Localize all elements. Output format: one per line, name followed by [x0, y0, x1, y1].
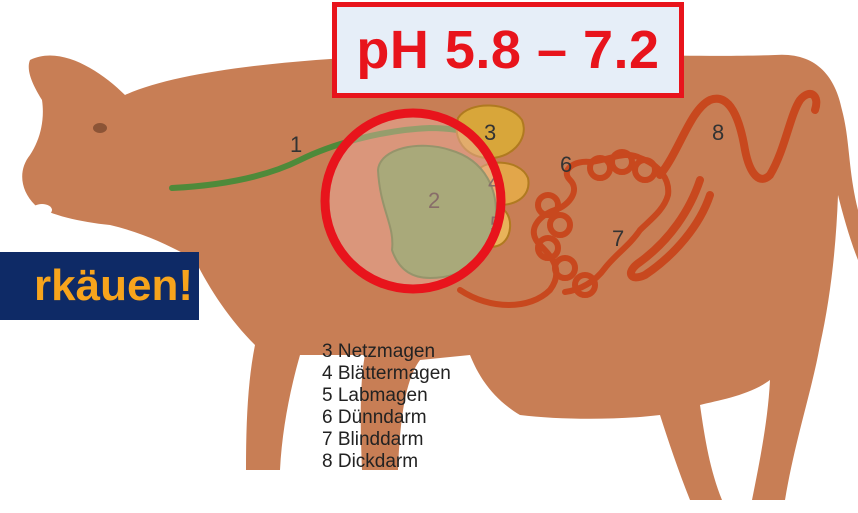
legend-item: 3 Netzmagen — [322, 341, 451, 363]
diagram-label-8: 8 — [712, 120, 724, 145]
legend-list: 3 Netzmagen 4 Blättermagen 5 Labmagen 6 … — [322, 341, 451, 473]
diagram-label-7: 7 — [612, 226, 624, 251]
legend-item: 8 Dickdarm — [322, 451, 451, 473]
diagram-label-3: 3 — [484, 120, 496, 145]
rumen-highlight-circle — [325, 113, 501, 289]
diagram-label-1: 1 — [290, 132, 302, 157]
legend-item: 4 Blättermagen — [322, 363, 451, 385]
ph-label: pH 5.8 – 7.2 — [356, 19, 659, 81]
banner-text: rkäuen! — [34, 261, 199, 311]
diagram-label-6: 6 — [560, 152, 572, 177]
legend-item: 6 Dünndarm — [322, 407, 451, 429]
legend-item: 5 Labmagen — [322, 385, 451, 407]
ph-label-box: pH 5.8 – 7.2 — [332, 2, 684, 98]
legend-item: 7 Blinddarm — [322, 429, 451, 451]
rumination-banner: rkäuen! — [0, 252, 199, 320]
